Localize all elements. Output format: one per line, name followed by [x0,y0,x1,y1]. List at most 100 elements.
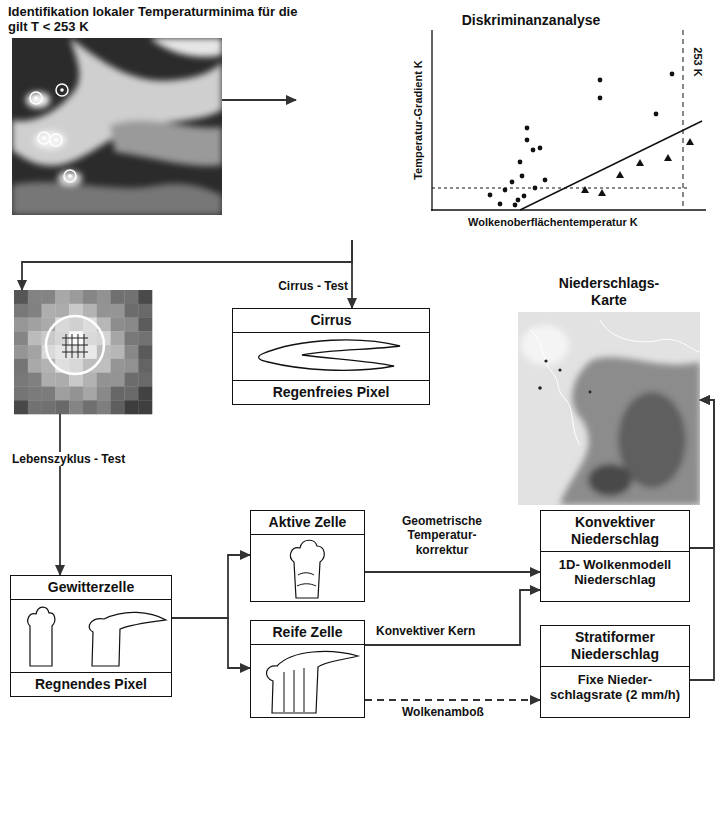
pixel-cell [55,400,69,414]
scatter-plot-art [431,30,706,211]
minimum-marker [60,88,64,92]
pixel-cell [83,400,97,414]
pixel-cell [55,386,69,400]
arrow-connector [172,618,250,668]
rain-point [598,78,603,83]
pixel-grid [14,290,152,414]
box-footer: Regnendes Pixel [11,672,171,696]
mature-cell-sketch [266,651,358,713]
pixel-cell [14,304,28,318]
pixel-cell [28,373,42,387]
map-dot [538,386,542,390]
minimum-marker [38,132,50,144]
pixel-cell [14,331,28,345]
convective-precip-box: Konvektiver Niederschlag1D- Wolkenmodell… [540,510,690,602]
pixel-cell [83,290,97,304]
rain-point [516,198,521,203]
cloud-band [150,38,222,57]
rain-point [598,96,603,101]
arrow-connector [59,414,61,575]
precipitation-map-art [518,312,700,505]
pixel-cell [42,386,56,400]
box-heading: Aktive Zelle [251,511,364,535]
pixel-cell [28,318,42,332]
minimum-marker [30,92,42,104]
pixel-cell [28,304,42,318]
pixel-cell [14,373,28,387]
pixel-cell [42,400,56,414]
pixel-crosshatch [62,334,88,358]
arrow-connector [690,400,714,548]
pixel-cell [124,331,138,345]
precipitation-map: Niederschlags- Karte [518,312,700,505]
map-border [600,320,700,352]
rain-area [560,357,700,505]
pixel-cell [111,359,125,373]
minimum-marker [34,96,38,100]
box-heading: Cirrus [233,309,429,333]
rain-point [498,202,503,207]
box-heading: Stratiformer Niederschlag [541,626,689,667]
pixel-cell [111,345,125,359]
pixel-cell [111,373,125,387]
map-content [521,320,700,505]
active-cell-sketch [297,573,316,586]
pixel-cell [124,386,138,400]
pixel-cell [138,373,152,387]
cirrus-box: CirrusRegenfreies Pixel [232,308,430,405]
rain-point [488,193,493,198]
pixel-cell [69,290,83,304]
minimum-marker [54,138,58,142]
box-heading: Konvektiver Niederschlag [541,511,689,552]
pixel-cell [14,318,28,332]
sketch-space [251,535,364,601]
connector-label: Wolkenamboß [400,705,486,719]
scatter-plot: Diskriminanzanalyse [296,32,716,240]
pixel-cell [55,290,69,304]
pixel-cell [14,400,28,414]
pixel-cell [42,290,56,304]
cirrus-point [636,159,644,166]
rain-point [513,203,518,208]
hatch-line [62,338,88,339]
pixel-cell [28,331,42,345]
mature-cell-sketch [284,668,304,712]
search-circle [46,316,104,374]
pixel-cell [124,400,138,414]
cirrus-point [686,138,694,145]
dashed-connector [365,699,540,701]
cloud-cell [26,92,50,108]
anvil-sketch [89,612,166,666]
box-body: 1D- Wolkenmodell Niederschlag [541,552,689,591]
pixel-cell [124,318,138,332]
connector-label: Lebenszyklus - Test [10,452,127,466]
rain-point [543,178,548,183]
map-shading [521,325,700,505]
rain-point [522,194,527,199]
axis-label: Wolkenoberflächentemperatur K [468,216,638,229]
pixel-cell [83,373,97,387]
box-body: Fixe Nieder- schlagsrate (2 mm/h) [541,667,689,706]
pixel-cell [83,386,97,400]
sketch-space [11,600,171,672]
active-cell-box: Aktive Zelle [250,510,365,602]
threshold-line [683,30,684,210]
pixel-cell [124,345,138,359]
cloud-cell [34,131,66,149]
pixel-cell [28,400,42,414]
rain-point [520,174,525,179]
pixel-cell [28,386,42,400]
cloud-band [12,182,222,215]
pixel-cell [111,386,125,400]
pixel-cell [83,304,97,318]
rain-point [531,148,536,153]
minimum-marker [64,170,76,182]
cirrus-point [598,189,606,196]
rain-point [525,138,530,143]
y-axis [431,30,432,211]
pixel-cell [138,359,152,373]
scatter-points [488,72,694,208]
pixel-cell [42,373,56,387]
pixel-cell [97,400,111,414]
image-heading: Niederschlags- Karte [554,275,664,309]
